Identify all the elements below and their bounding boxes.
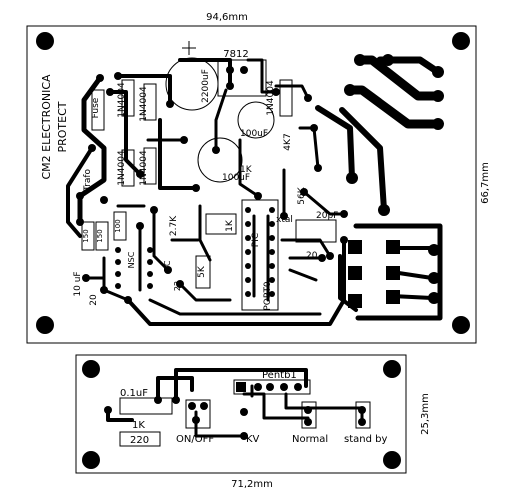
crystal <box>295 219 337 243</box>
board1-outline <box>26 25 477 344</box>
res-1k-label: 1K <box>240 165 253 175</box>
kv-label: KV <box>246 434 260 445</box>
normal-label: Normal <box>292 434 328 445</box>
capacitor-100uf-b <box>197 137 243 183</box>
cap-pf-label: 20pF <box>316 211 338 221</box>
cap-100b-label: 100uF <box>222 173 250 183</box>
product-label: PROTECT <box>56 101 69 152</box>
on-off-label: ON/OFF <box>176 434 214 445</box>
board2-pads <box>104 382 366 440</box>
board1-mounting-holes <box>36 32 470 334</box>
pic-label: PIC <box>251 233 261 247</box>
regulator-7812 <box>217 59 267 97</box>
capacitor-100uf-a <box>237 101 275 139</box>
diode-4-label: 1N4004 <box>139 150 149 186</box>
res-150a-label: 150 <box>82 229 90 242</box>
cap-2200-label: 2200uF <box>201 69 211 103</box>
res-27k-label: 2.7K <box>169 215 179 236</box>
board2-height-label: 25,3mm <box>420 393 431 435</box>
diode-2-label: 1N4004 <box>139 86 149 122</box>
cap-20b-label: 20 <box>89 294 99 306</box>
port-label: PORT0 <box>263 281 273 311</box>
diode-5-label: 1N4004 <box>266 80 276 116</box>
board1-components: 2200uF 100uF 100uF 7812 1N4004 1N4004 1N… <box>73 41 338 311</box>
reg-7812-label: 7812 <box>223 49 248 60</box>
cap-10uf-label: 10 uF <box>73 271 83 296</box>
cap-20a-label: 20 <box>306 251 318 261</box>
ns-label: NSC <box>127 251 136 268</box>
mounting-hole <box>36 32 54 50</box>
connector-label: Pentb1 <box>262 370 297 381</box>
stand-by-label: stand by <box>344 434 387 445</box>
board2-components: 0.1uF 1K 220 ON/OFF KV Pentb1 Normal sta… <box>119 370 387 447</box>
res-100-label: 100 <box>114 219 122 232</box>
res-5k-label: 5K <box>197 265 207 278</box>
trafo-label: Trafo <box>83 168 93 192</box>
fuse <box>91 89 105 131</box>
pic-ic <box>241 199 279 311</box>
xtal-label: xtal <box>276 215 293 225</box>
diode-3-label: 1N4004 <box>117 150 127 186</box>
diode-1-label: 1N4004 <box>117 82 127 118</box>
res-1k2-label: 1K <box>225 219 235 232</box>
mounting-hole <box>452 316 470 334</box>
mounting-hole <box>36 316 54 334</box>
res-1k-b2-label: 1K <box>132 420 145 431</box>
board2-mounting-holes <box>82 360 401 469</box>
mounting-hole <box>452 32 470 50</box>
company-label: CM2 ELECTRONICA <box>40 74 53 180</box>
bc-label: BC <box>163 260 172 271</box>
board2-width-label: 71,2mm <box>231 479 273 490</box>
board1-width-label: 94,6mm <box>206 12 248 23</box>
board1-pads <box>76 54 444 308</box>
res-150b-label: 150 <box>96 229 104 242</box>
cap-01uf-label: 0.1uF <box>120 388 148 399</box>
board2-outline <box>75 354 407 474</box>
fuse-label: Fuse <box>91 97 101 118</box>
res-220-label: 220 <box>130 435 149 446</box>
res-4k7-label: 4K7 <box>283 133 293 150</box>
board1-height-label: 66,7mm <box>480 162 491 204</box>
cap-100a-label: 100uF <box>240 129 268 139</box>
